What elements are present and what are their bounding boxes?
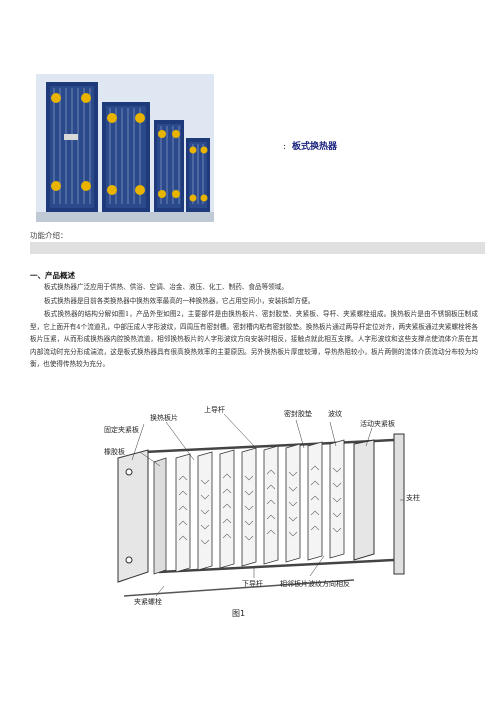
movable-plate-shape (353, 439, 375, 561)
figure-caption: 图1 (232, 609, 245, 618)
paragraph-3: 板式换热器的结构分解如图1，产品外型如图2，主要部件是由换热板片、密封胶垫、夹紧… (30, 310, 478, 368)
paragraph-2: 板式换热器是目前各类换热器中换热效率最高的一种换热器，它占用空间小，安装拆卸方便… (44, 297, 315, 305)
label-column: 支柱 (406, 493, 420, 502)
upper-rod (143, 438, 395, 454)
exploded-diagram: 换热板片 上导杆 密封胶垫 波纹 固定夹紧板 活动夹紧板 橡胶板 支柱 夹紧螺栓… (104, 400, 424, 620)
section-heading: 一、产品概述 (30, 271, 75, 280)
section-divider-bar (30, 242, 485, 254)
label-heat-plate: 换热板片 (150, 413, 178, 422)
product-photo (36, 74, 214, 222)
clamp-bolt (123, 579, 355, 597)
label-movable-plate: 活动夹紧板 (360, 419, 395, 428)
label-bolt: 夹紧螺栓 (134, 597, 162, 606)
label-upper-rod: 上导杆 (204, 405, 225, 414)
lower-rod (158, 558, 395, 574)
title-colon: : (283, 142, 287, 152)
function-label: 功能介绍： (30, 231, 68, 240)
label-corrugation: 波纹 (328, 409, 342, 418)
label-rubber-plate: 橡胶板 (104, 447, 125, 456)
column-shape (393, 433, 405, 575)
label-lower-rod: 下导杆 (242, 579, 263, 588)
label-gasket: 密封胶垫 (284, 409, 312, 418)
label-opposite: 相邻板片波纹方向相反 (280, 579, 350, 588)
paragraph-1: 板式换热器广泛应用于供热、供浴、空调、冶金、液压、化工、制药、食品等领域。 (44, 283, 288, 291)
product-title-text: 板式换热器 (292, 142, 338, 152)
label-fixed-plate: 固定夹紧板 (104, 425, 139, 434)
product-title: : 板式换热器 (283, 139, 337, 152)
fixed-plate-shape (117, 449, 149, 583)
rubber-plate-shape (153, 457, 167, 575)
